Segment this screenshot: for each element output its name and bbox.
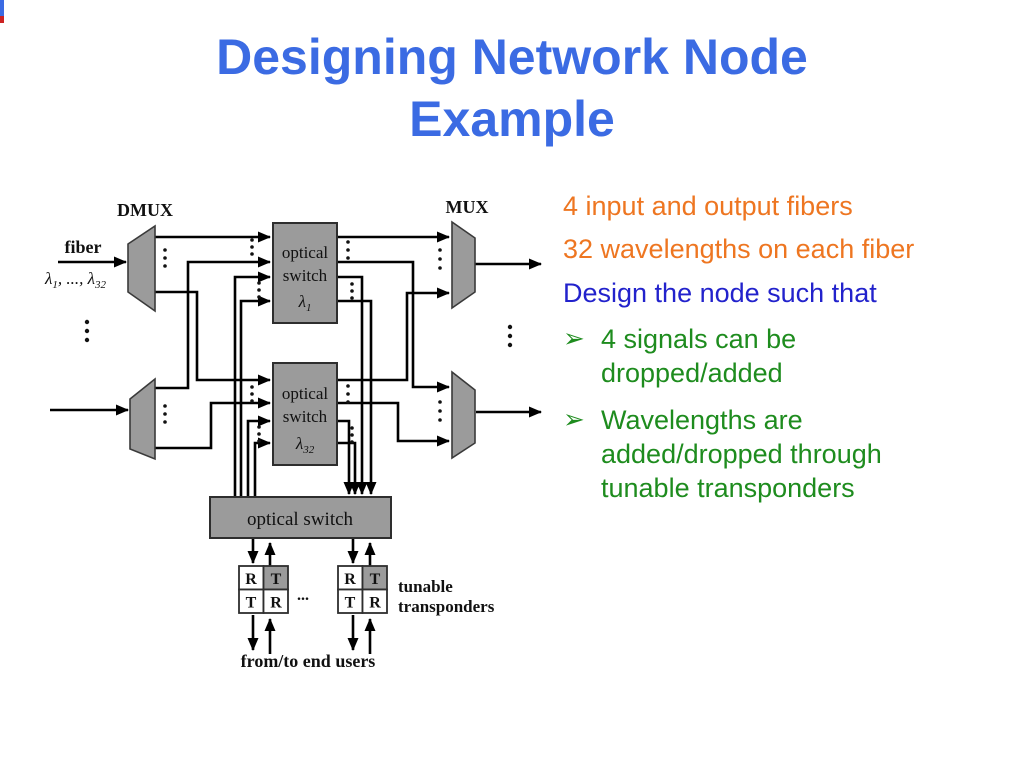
note-wavelengths: 32 wavelengths on each fiber (563, 234, 915, 265)
lambda-range-label: λ1, ..., λ32 (44, 269, 107, 291)
dmux1-trapezoid (127, 224, 156, 313)
arrow-bullet-icon: ➢ (563, 323, 585, 354)
transponder-ellipsis: ... (297, 587, 309, 604)
switch1-label-line2: switch (283, 266, 328, 285)
bottom-optical-switch-label: optical switch (247, 509, 354, 530)
transponder-block-left: R T T R (238, 565, 289, 614)
note-input-output-fibers: 4 input and output fibers (563, 191, 853, 221)
wire-add-1 (233, 271, 271, 496)
transponder-block-right: R T T R (337, 565, 388, 614)
arrow-bullet-icon: ➢ (563, 404, 585, 435)
wire-dmux2-to-switch2 (155, 397, 271, 450)
wire-add-3 (246, 415, 271, 496)
wire-drop-3 (337, 419, 355, 495)
transponder-cell-label: T (271, 571, 282, 588)
bullet-item: ➢ Wavelengths are added/dropped through … (563, 403, 1003, 505)
bullet-text: 4 signals can be dropped/added (601, 324, 797, 389)
tunable-transponders-label-line1: tunable (398, 577, 453, 596)
wire-dmux1-to-switch2 (155, 290, 271, 386)
wire-switch1-to-mux2 (337, 260, 450, 393)
wire-drop-2 (337, 299, 377, 495)
mux1-trapezoid (451, 220, 476, 310)
note-design-node: Design the node such that (563, 277, 877, 308)
wire-switch2-to-mux2 (337, 401, 450, 447)
end-users-label: from/to end users (241, 651, 376, 671)
transponder-cell-label: R (369, 595, 381, 612)
optical-switch-lambda1-box (272, 222, 338, 324)
transponder-cell-label: T (370, 571, 381, 588)
title-line-1: Designing Network Node (216, 29, 808, 85)
slide-edge-decoration-blue (0, 0, 4, 16)
transponder-cell-label: R (344, 571, 356, 588)
switch2-lambda-label: λ32 (295, 434, 315, 456)
wire-dmux2-to-switch1 (155, 256, 271, 390)
dmux-label: DMUX (117, 200, 173, 220)
vertical-dots (84, 238, 513, 444)
transponder-cell-label: R (270, 595, 282, 612)
wire-add-4 (253, 437, 271, 496)
network-node-diagram: R T T R R T T R ... DMUX MUX fiber λ1, .… (44, 197, 542, 671)
title-line-2: Example (409, 91, 615, 147)
switch1-lambda-label: λ1 (298, 292, 312, 314)
transponder-cell-label: T (345, 595, 356, 612)
wire-switch2-to-mux1 (337, 287, 450, 382)
transponder-cell-label: R (245, 571, 257, 588)
wire-add-2 (239, 295, 271, 496)
notes-panel: 4 input and output fibers 32 wavelengths… (563, 192, 1003, 518)
switch2-label-line2: switch (283, 407, 328, 426)
switch2-label-line1: optical (282, 384, 329, 403)
optical-switch-lambda32-box (272, 362, 338, 466)
bottom-optical-switch-box (209, 496, 392, 539)
dmux2-trapezoid (129, 377, 156, 461)
fiber-label: fiber (65, 237, 102, 257)
page-title: Designing Network Node Example (0, 26, 1024, 150)
transponder-cell-label: T (246, 595, 257, 612)
bullet-item: ➢ 4 signals can be dropped/added (563, 322, 1003, 390)
slide-edge-decoration-red (0, 16, 4, 23)
tunable-transponders-label-line2: transponders (398, 597, 495, 616)
mux2-trapezoid (451, 370, 476, 460)
bullet-text: Wavelengths are added/dropped through tu… (601, 405, 882, 504)
switch1-label-line1: optical (282, 243, 329, 262)
mux-label: MUX (446, 197, 489, 217)
wire-drop-4 (337, 441, 361, 495)
wire-drop-1 (337, 275, 368, 495)
